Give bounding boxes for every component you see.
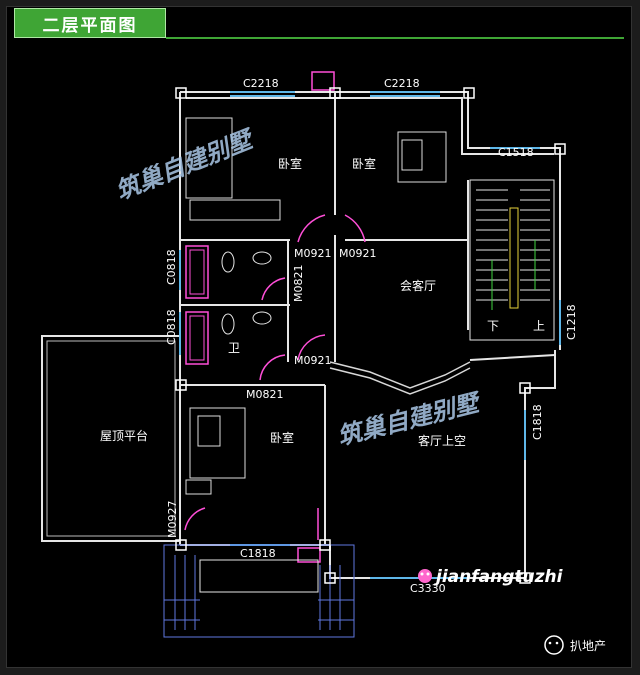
door-label: M0921 — [294, 354, 332, 367]
stair-label-up: 上 — [533, 319, 545, 333]
title-bar: 二层平面图 — [14, 8, 166, 38]
window-label: C1818 — [240, 547, 276, 560]
window-label: C2218 — [384, 77, 420, 90]
room-label-living: 会客厅 — [400, 278, 436, 293]
page-title: 二层平面图 — [42, 15, 138, 36]
balcony — [163, 544, 355, 638]
bathroom-fixtures — [185, 245, 272, 365]
window-label: C0818 — [165, 249, 178, 285]
stair-label-down: 下 — [487, 319, 499, 333]
staircase — [469, 179, 555, 341]
door-label: M0927 — [166, 501, 179, 539]
door-label: M0821 — [292, 265, 305, 303]
room-label-bedroom-bottom: 卧室 — [270, 430, 294, 445]
account-name: 扒地产 — [570, 639, 606, 653]
door-label: M0921 — [339, 247, 377, 260]
room-label-void: 客厅上空 — [418, 433, 466, 448]
wechat-icon — [544, 635, 564, 655]
doors — [184, 71, 366, 563]
columns — [175, 87, 566, 584]
window-label: C2218 — [243, 77, 279, 90]
account-badge: 扒地产 — [544, 635, 606, 655]
window-label: C1818 — [531, 404, 544, 440]
window-label: C1218 — [565, 304, 578, 340]
window-label: C1518 — [498, 146, 534, 159]
room-label-bedroom-top-left: 卧室 — [278, 156, 302, 171]
window-label: C0818 — [165, 309, 178, 345]
interior-walls — [180, 92, 556, 545]
room-label-roof-terrace: 屋顶平台 — [100, 428, 148, 443]
window-label: C3330 — [410, 582, 446, 595]
url-watermark-text: jianfangtuzhi — [433, 567, 564, 587]
url-watermark: jianfangtuzhi — [418, 567, 564, 587]
title-underline — [166, 37, 624, 39]
room-label-bedroom-top-right: 卧室 — [352, 156, 376, 171]
living-curve-wall — [329, 361, 471, 395]
door-label: M0921 — [294, 247, 332, 260]
beds — [185, 117, 447, 495]
door-label: M0821 — [246, 388, 284, 401]
room-label-bath: 卫 — [228, 341, 240, 355]
